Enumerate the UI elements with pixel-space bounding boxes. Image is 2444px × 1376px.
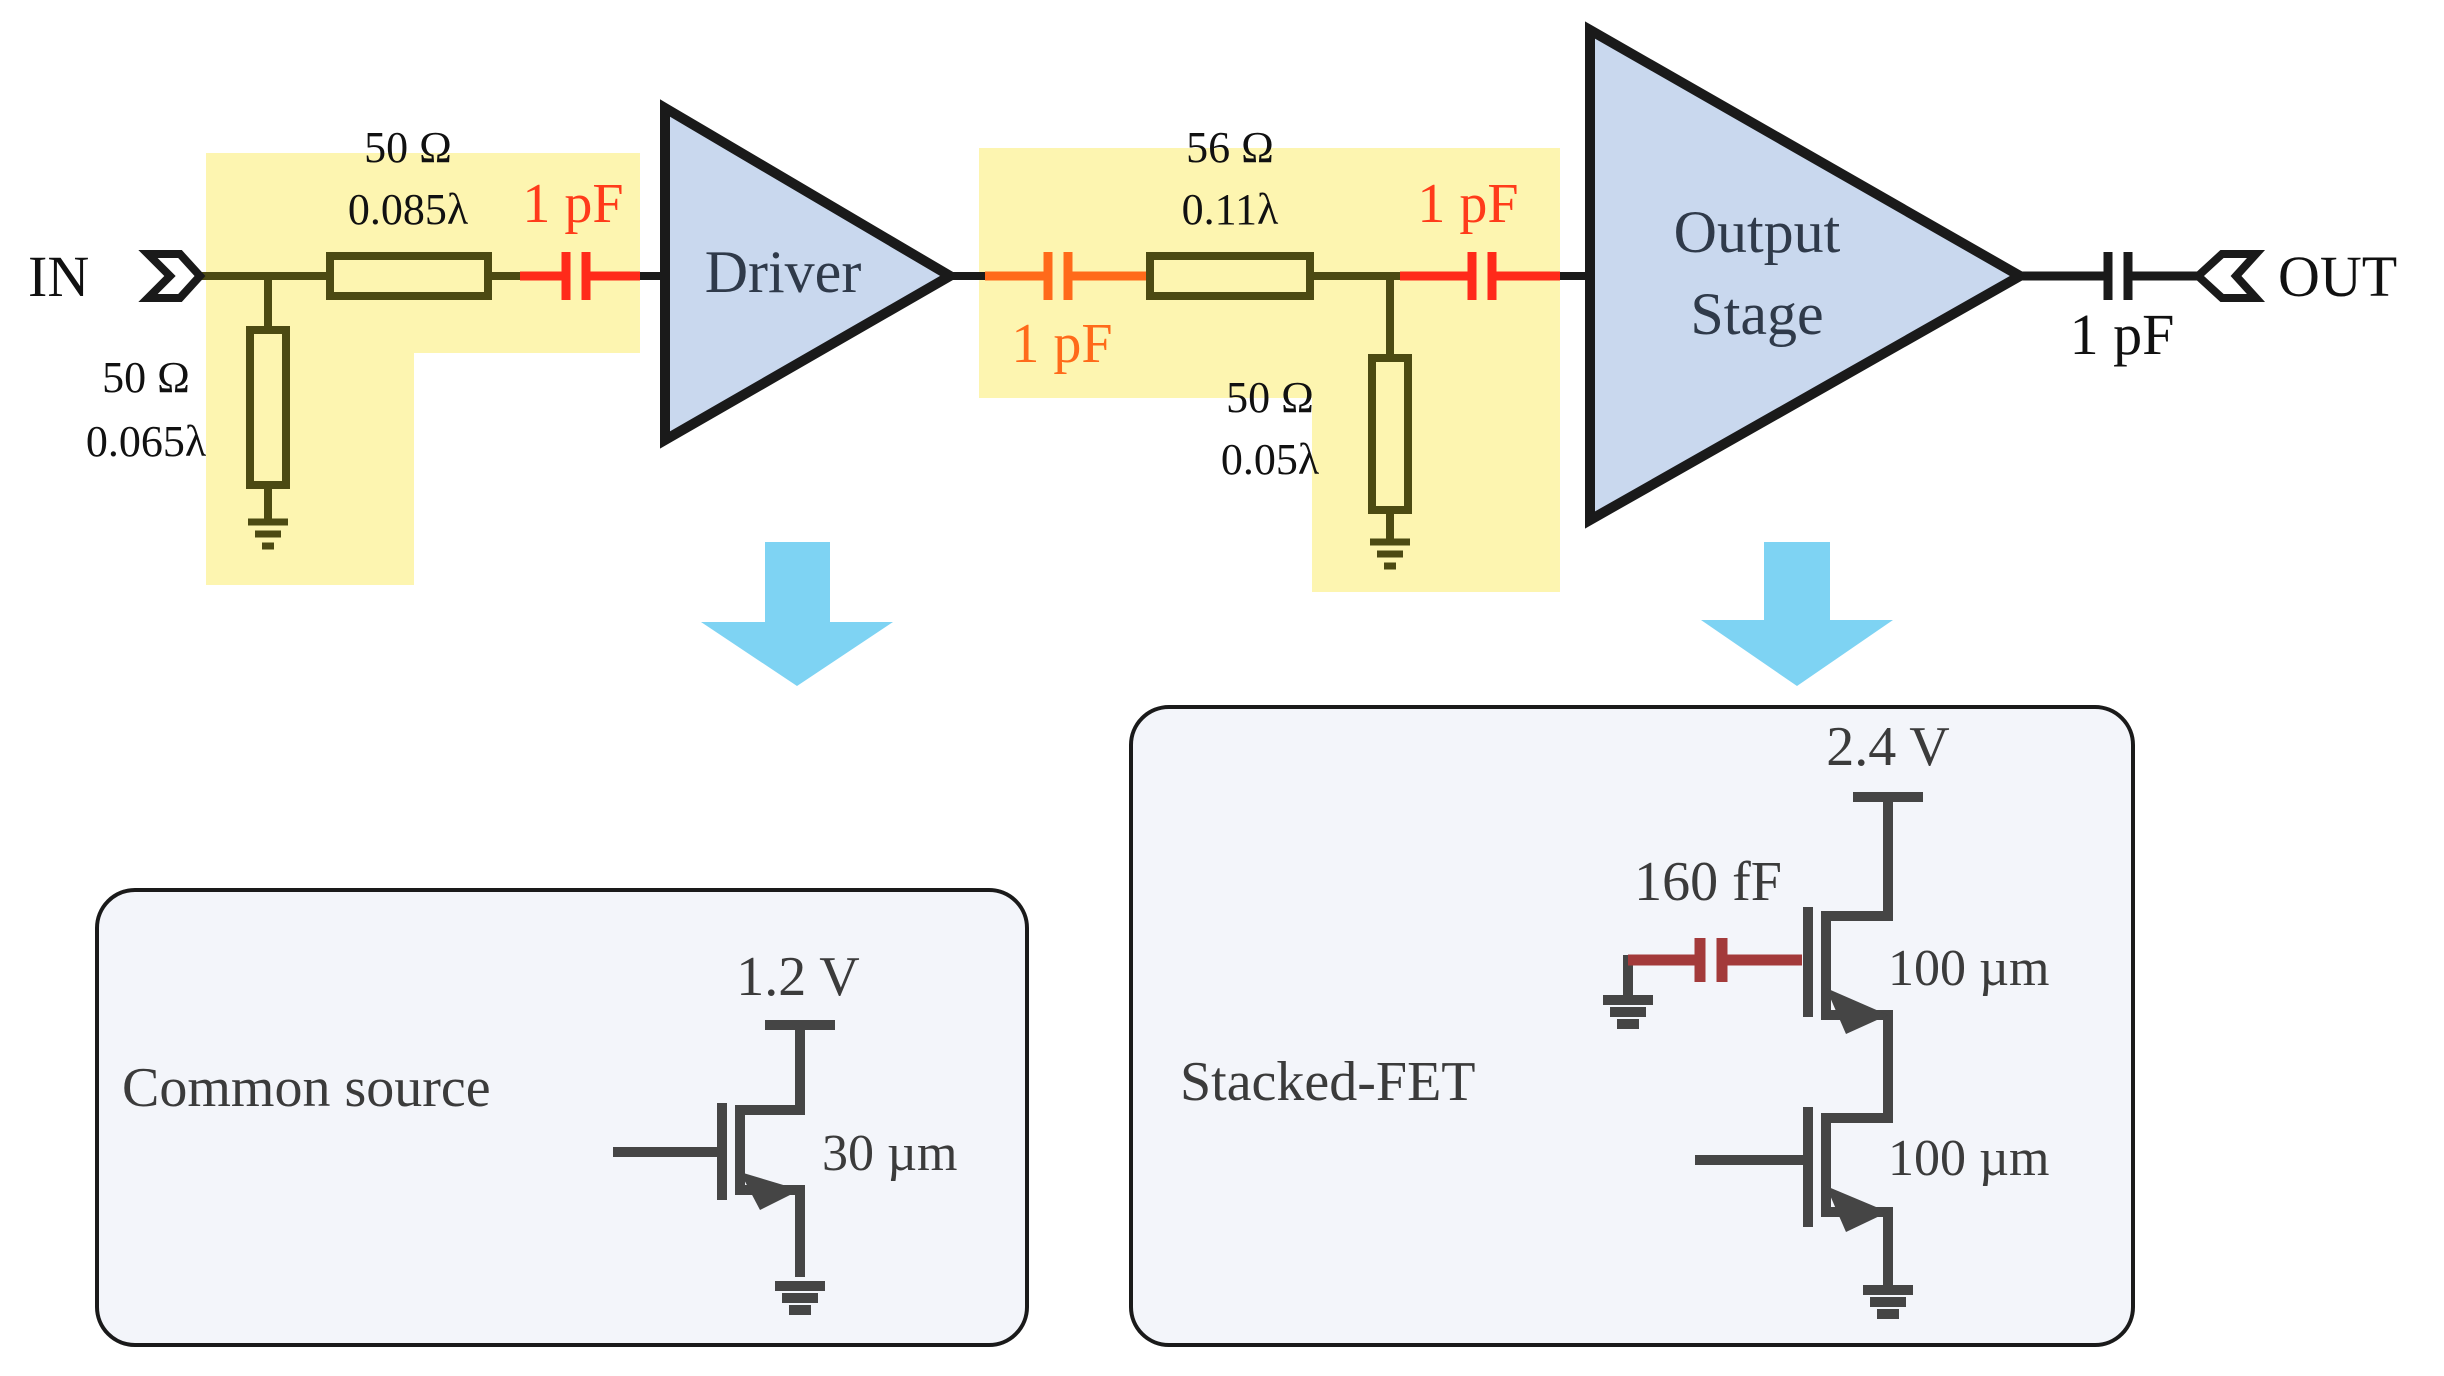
output-cap bbox=[2020, 252, 2198, 300]
output-stage-label-line1: Output bbox=[1674, 199, 1841, 265]
shunt-stub-2 bbox=[1368, 354, 1412, 514]
series-tl-1-length: 0.085λ bbox=[348, 185, 469, 234]
interstage-input-cap bbox=[985, 252, 1150, 300]
stacked-fet-gate-cap: 160 fF bbox=[1634, 851, 1782, 913]
stacked-fet-bottom-arrow-icon bbox=[1826, 1186, 1888, 1232]
stacked-fet-supply: 2.4 V bbox=[1826, 716, 1949, 778]
driver-amplifier bbox=[660, 99, 960, 449]
common-source-supply: 1.2 V bbox=[736, 946, 859, 1008]
output-stage-label-line2: Stage bbox=[1690, 281, 1823, 347]
stacked-fet-top-width: 100 µm bbox=[1888, 940, 2049, 997]
series-tl-1-impedance: 50 Ω bbox=[364, 123, 452, 172]
stacked-fet-gate-capacitor bbox=[1628, 938, 1802, 982]
common-source-arrow-icon bbox=[740, 1172, 800, 1210]
series-tl-2-impedance: 56 Ω bbox=[1186, 123, 1274, 172]
ground-icon bbox=[248, 518, 288, 550]
series-cap-1 bbox=[520, 252, 640, 300]
output-port-label: OUT bbox=[2278, 244, 2397, 309]
driver-label: Driver bbox=[705, 239, 862, 305]
input-port-label: IN bbox=[28, 244, 89, 309]
common-source-panel bbox=[95, 888, 1029, 1347]
series-tl-2 bbox=[1146, 252, 1314, 300]
stacked-fet-title: Stacked-FET bbox=[1180, 1051, 1475, 1113]
matching-network-1-highlight bbox=[206, 153, 640, 585]
shunt-stub-1 bbox=[246, 326, 290, 489]
output-stage-amplifier bbox=[1585, 21, 2031, 529]
ground-icon bbox=[1370, 538, 1410, 570]
stacked-fet-top-arrow-icon bbox=[1826, 988, 1888, 1034]
shunt-stub-1-length: 0.065λ bbox=[86, 417, 207, 466]
pa-detail-arrow bbox=[1701, 542, 1893, 686]
input-port-icon bbox=[138, 250, 206, 302]
interstage-input-cap-label: 1 pF bbox=[1011, 313, 1112, 375]
output-cap-label: 1 pF bbox=[2070, 302, 2175, 367]
shunt-stub-2-impedance: 50 Ω bbox=[1226, 373, 1314, 422]
stacked-fet-bottom-width: 100 µm bbox=[1888, 1130, 2049, 1187]
shunt-stub-1-impedance: 50 Ω bbox=[102, 353, 190, 402]
interstage-output-cap-label: 1 pF bbox=[1417, 173, 1518, 235]
series-tl-2-length: 0.11λ bbox=[1182, 185, 1279, 234]
shunt-stub-2-length: 0.05λ bbox=[1221, 435, 1320, 484]
output-port-icon bbox=[2192, 250, 2266, 302]
interstage-output-cap bbox=[1400, 252, 1560, 300]
common-source-title: Common source bbox=[122, 1057, 491, 1119]
series-tl-1 bbox=[326, 252, 492, 300]
common-source-width: 30 µm bbox=[822, 1125, 957, 1182]
matching-network-2-highlight bbox=[979, 148, 1560, 592]
series-cap-1-label: 1 pF bbox=[522, 173, 623, 235]
driver-detail-arrow bbox=[701, 542, 893, 686]
